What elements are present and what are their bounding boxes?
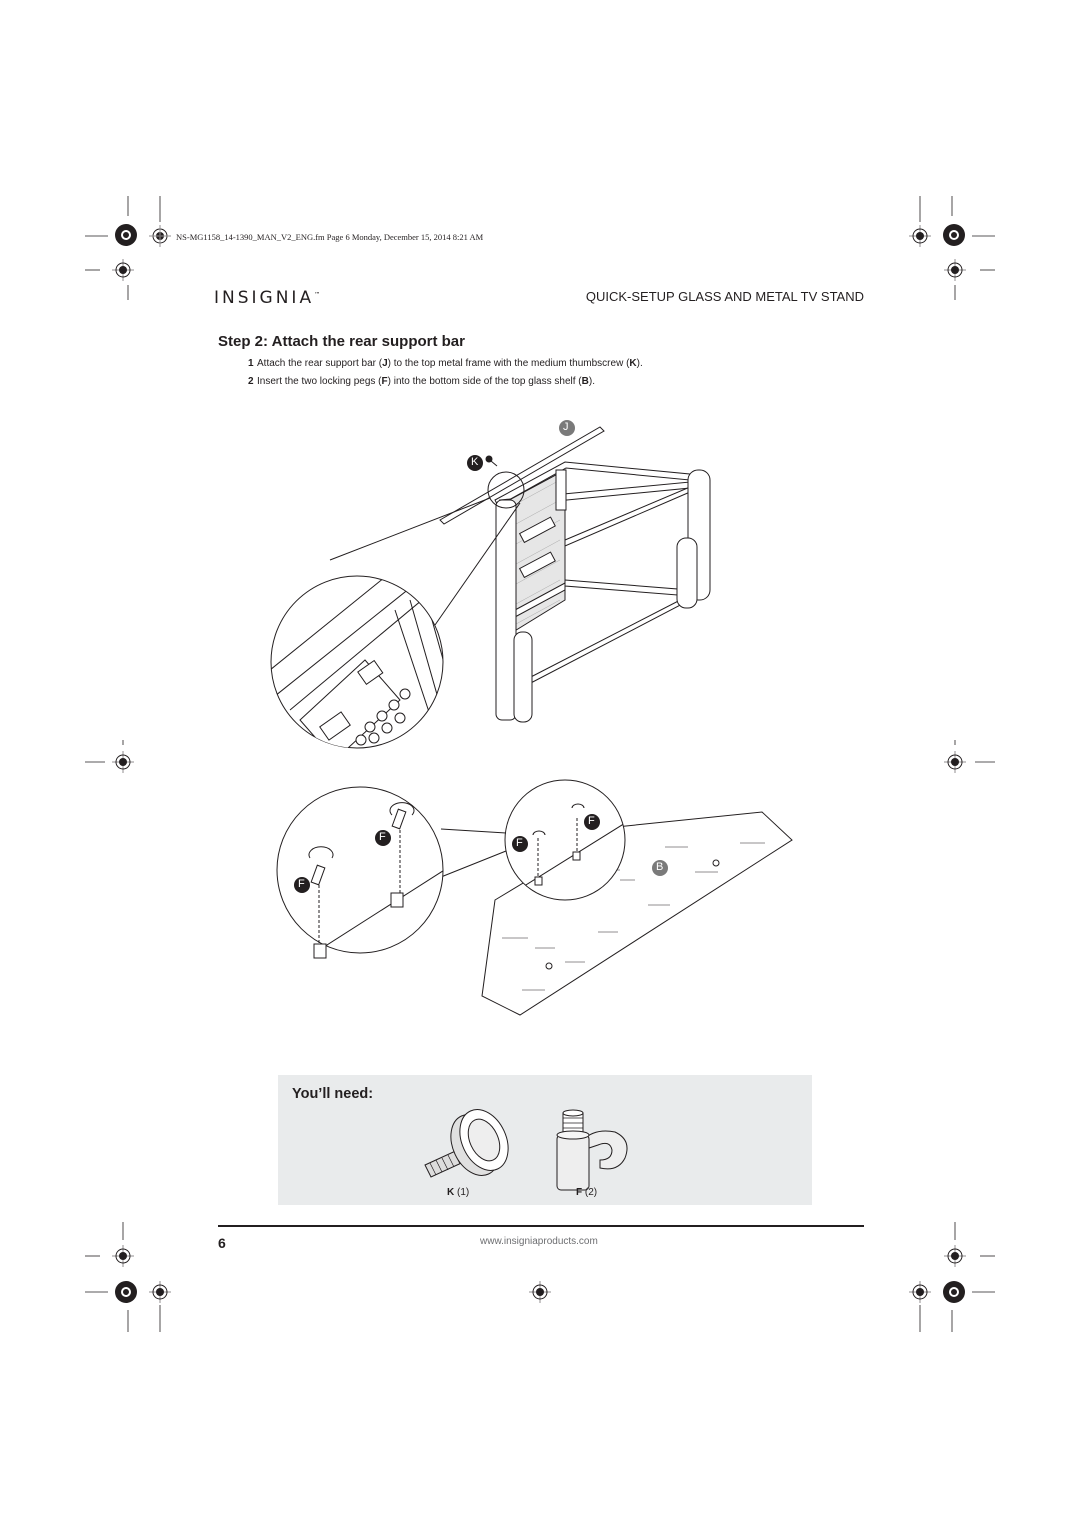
callout-f: F	[588, 815, 595, 827]
instruction-text: Attach the rear support bar (	[257, 358, 383, 369]
shelf-illustration	[276, 779, 793, 1016]
callout-f: F	[379, 831, 386, 843]
part-letter: K	[447, 1187, 455, 1198]
part-ref: B	[581, 376, 589, 387]
part-ref: F	[381, 376, 388, 387]
callout-b: B	[656, 861, 664, 873]
parts-needed-box	[278, 1075, 812, 1205]
part-ref: J	[382, 358, 388, 369]
registration-marks	[112, 225, 966, 1303]
instruction-text: Insert the two locking pegs (	[257, 376, 382, 387]
parts-needed-title: You’ll need:	[292, 1086, 374, 1102]
step-title: Step 2: Attach the rear support bar	[218, 333, 465, 350]
zoom-detail-circle	[270, 575, 444, 749]
callout-f: F	[516, 837, 523, 849]
part-ref: K	[629, 358, 637, 369]
part-qty: (2)	[584, 1187, 598, 1198]
callout-f: F	[298, 878, 305, 890]
instruction-text: ).	[588, 376, 595, 387]
instruction-text: ).	[636, 358, 643, 369]
brand-logo: INSIGNIA™	[214, 288, 320, 308]
footer-divider	[218, 1225, 864, 1227]
callout-k: K	[471, 456, 479, 468]
crop-marks	[85, 196, 995, 1332]
logo-trademark: ™	[314, 291, 321, 299]
document-title: QUICK-SETUP GLASS AND METAL TV STAND	[585, 289, 864, 304]
instruction-number: 1	[248, 358, 254, 369]
instruction-number: 2	[248, 376, 254, 387]
frame-illustration	[329, 426, 711, 723]
instruction-text: ) into the bottom side of the top glass …	[387, 376, 582, 387]
callout-badges	[294, 420, 668, 893]
part-qty: (1)	[457, 1187, 470, 1198]
part-letter: F	[576, 1187, 583, 1198]
page-number: 6	[218, 1235, 226, 1251]
instruction-text: ) to the top metal frame with the medium…	[387, 358, 630, 369]
callout-j: J	[563, 421, 569, 433]
logo-text: INSIGNIA	[214, 288, 315, 308]
starburst-marks	[115, 224, 965, 1303]
part-f-label: F (2)	[576, 1187, 597, 1198]
website-url[interactable]: www.insigniaproducts.com	[480, 1236, 598, 1247]
part-k-label: K (1)	[447, 1187, 469, 1198]
file-metadata: NS-MG1158_14-1390_MAN_V2_ENG.fm Page 6 M…	[176, 232, 484, 242]
